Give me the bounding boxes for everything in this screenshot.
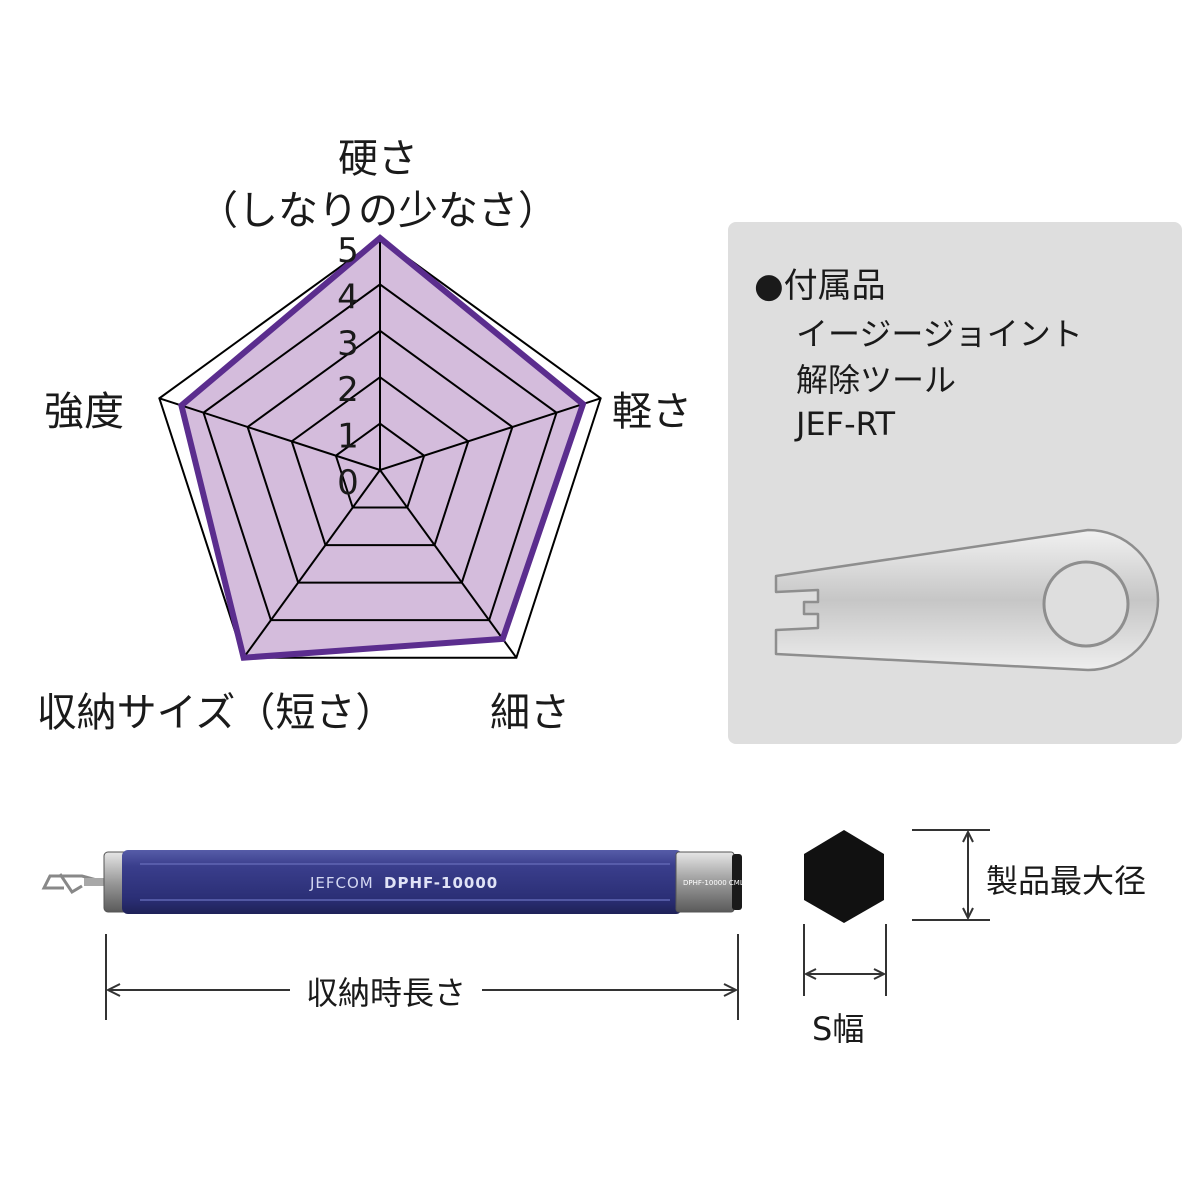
- axis-spoke-1: [379, 397, 601, 471]
- tick-label: 2: [337, 370, 359, 410]
- width-dimension-line: [803, 924, 887, 996]
- axis-label: 硬さ: [338, 136, 418, 182]
- brand-text: JEFCOM: [309, 874, 374, 892]
- cap-small-print: DPHF-10000 CML: [683, 879, 744, 887]
- axis-label: 細さ: [490, 690, 570, 736]
- grid-ring-3: [246, 329, 514, 584]
- series-line-0: [178, 234, 587, 661]
- accessory-panel: ●付属品 イージージョイント 解除ツール JEF-RT: [728, 222, 1182, 744]
- product-diagram: JEFCOM DPHF-10000 DPHF-10000 CML: [41, 829, 990, 1020]
- axis-label: 軽さ: [612, 389, 692, 435]
- tick-label: 1: [337, 417, 359, 457]
- product-tool-image: JEFCOM DPHF-10000 DPHF-10000 CML: [41, 850, 744, 914]
- axis-spoke-3: [242, 469, 381, 659]
- diameter-dimension-line: [912, 829, 990, 921]
- diameter-label: 製品最大径: [986, 856, 1147, 902]
- hexagon-cross-section: [804, 830, 884, 923]
- accessory-line: 解除ツール: [796, 361, 957, 399]
- model-text: DPHF-10000: [384, 874, 498, 892]
- axis-spoke-2: [379, 469, 518, 659]
- tick-label: 5: [337, 231, 359, 271]
- release-tool-image: [774, 528, 1160, 672]
- tick-label: 4: [337, 277, 359, 317]
- axis-spoke-4: [159, 397, 381, 471]
- accessory-title: ●付属品: [754, 266, 886, 306]
- grid-ring-2: [290, 375, 470, 547]
- width-label: S幅: [812, 1004, 865, 1050]
- tick-label: 3: [337, 324, 359, 364]
- axis-label: （しなりの少なさ）: [198, 188, 558, 234]
- accessory-line: イージージョイント: [796, 315, 1083, 353]
- tick-label: 0: [337, 463, 359, 503]
- grid-ring-4: [202, 283, 558, 622]
- grid-ring-5: [158, 236, 602, 659]
- axis-label: 収納サイズ（短さ）: [37, 690, 396, 736]
- accessory-line: JEF-RT: [796, 405, 896, 443]
- length-label: 収納時長さ: [290, 968, 483, 1014]
- grid-ring-1: [334, 422, 426, 509]
- series-area-0: [181, 238, 583, 658]
- axis-label: 強度: [44, 389, 124, 435]
